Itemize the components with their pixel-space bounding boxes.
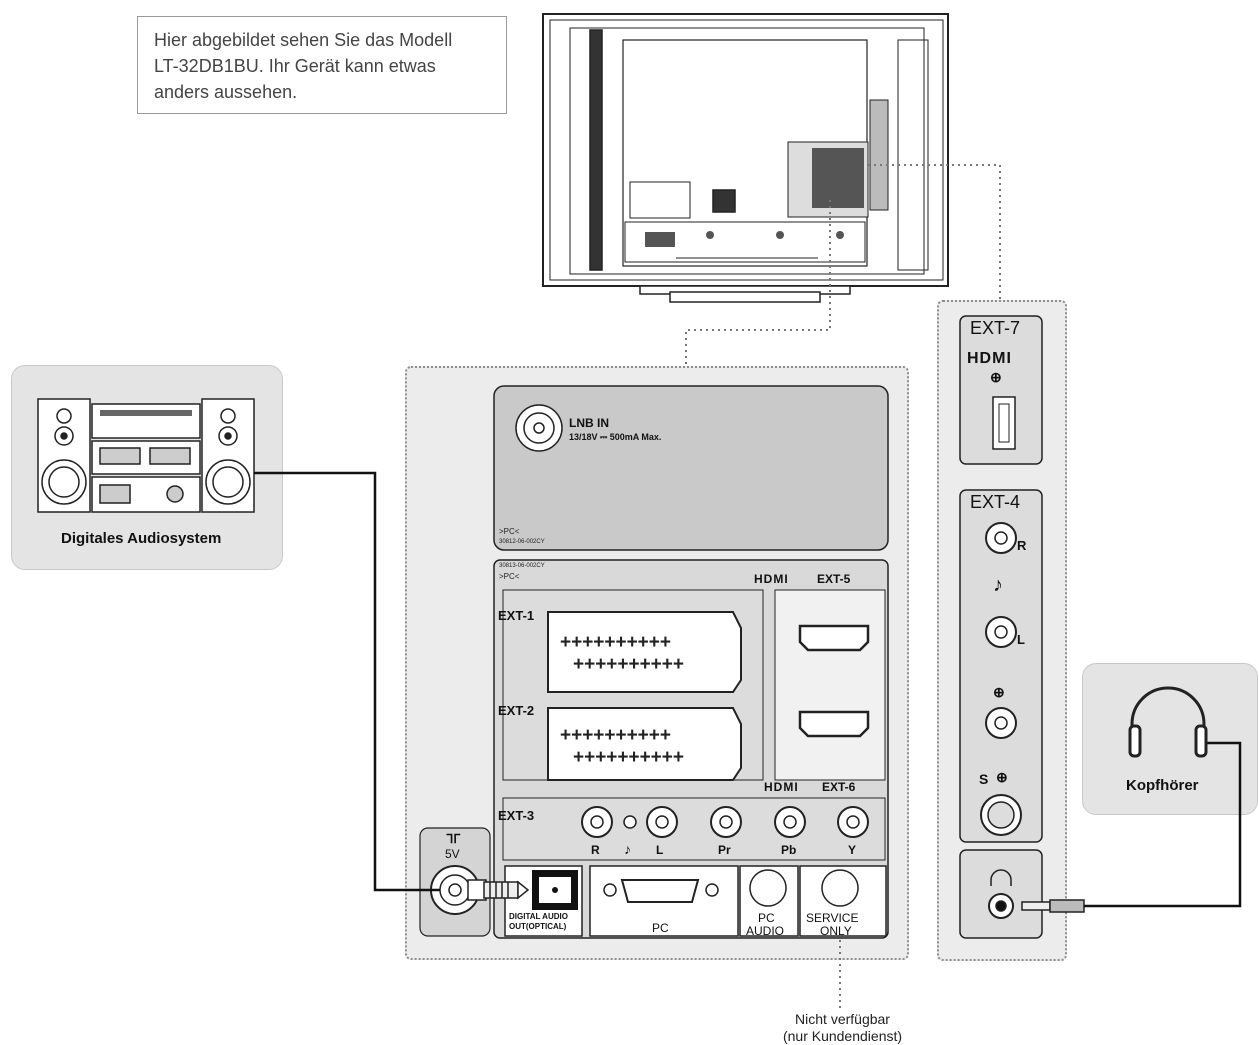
rca-pr-label: Pr bbox=[718, 843, 731, 857]
rca-y-label: Y bbox=[848, 843, 857, 857]
music-note-icon: ♪ bbox=[624, 841, 631, 857]
note-line-3: anders aussehen. bbox=[154, 82, 298, 102]
digital-audio-label-2: OUT(OPTICAL) bbox=[509, 922, 567, 931]
scart-pins: ++++++++++ ++++++++++ ++++++++++ +++++++… bbox=[560, 632, 684, 768]
antenna-icon: ᒣᒥ bbox=[446, 832, 461, 846]
lnb-in-label: LNB IN bbox=[569, 416, 609, 430]
caption-line-2: (nur Kundendienst) bbox=[782, 1028, 903, 1044]
svg-text:++++++++++: ++++++++++ bbox=[573, 747, 684, 768]
s-video-label: S bbox=[979, 771, 989, 787]
rca-pb-label: Pb bbox=[781, 843, 797, 857]
headphone-plug bbox=[1021, 899, 1085, 913]
audio-cable bbox=[254, 471, 440, 892]
music-note-icon-side: ♪ bbox=[993, 574, 1003, 596]
audio-system-label: Digitales Audiosystem bbox=[61, 530, 222, 547]
ext4-l-label: L bbox=[1017, 632, 1025, 647]
headphones-icon bbox=[1128, 686, 1208, 758]
ext4-r-label: R bbox=[1017, 538, 1027, 553]
code-label-2: 30813-06-002CY bbox=[499, 563, 545, 569]
hdmi-logo-ext6: HDMI bbox=[764, 780, 799, 794]
rca-l-label: L bbox=[656, 843, 664, 857]
service-caption: Nicht verfügbar (nur Kundendienst) bbox=[760, 1011, 925, 1045]
caption-line-1: Nicht verfügbar bbox=[795, 1011, 890, 1027]
pc-audio-label-1: PC bbox=[758, 911, 775, 925]
optical-plug bbox=[467, 879, 530, 901]
digital-audio-label-1: DIGITAL AUDIO bbox=[509, 912, 568, 921]
ext1-label: EXT-1 bbox=[498, 608, 535, 623]
lnb-spec-label: 13/18V ⎓ 500mA Max. bbox=[569, 432, 662, 442]
audio-system-icon bbox=[37, 398, 255, 513]
s-video-input-icon: ⊕ bbox=[996, 769, 1008, 785]
ext3-label: EXT-3 bbox=[498, 808, 535, 823]
note-line-1: Hier abgebildet sehen Sie das Modell bbox=[154, 30, 453, 50]
input-arrow-icon: ⊕ bbox=[990, 369, 1002, 385]
side-connector-panel bbox=[959, 315, 1043, 939]
rear-connector-panel bbox=[419, 385, 889, 939]
model-note: Hier abgebildet sehen Sie das Modell LT-… bbox=[137, 16, 507, 114]
hdmi-logo-ext7: HDMI bbox=[967, 350, 1012, 367]
svg-text:++++++++++: ++++++++++ bbox=[560, 725, 671, 746]
antenna-5v-label: 5V bbox=[445, 847, 460, 861]
headphones-label: Kopfhörer bbox=[1126, 777, 1199, 794]
pc-audio-label-2: AUDIO bbox=[746, 924, 785, 938]
video-input-icon: ⊕ bbox=[993, 684, 1005, 700]
ext2-label: EXT-2 bbox=[498, 703, 535, 718]
pc-label: PC bbox=[652, 921, 669, 935]
service-label-1: SERVICE bbox=[806, 911, 859, 925]
rca-r-label: R bbox=[591, 843, 600, 857]
note-line-2: LT-32DB1BU. Ihr Gerät kann etwas bbox=[154, 56, 436, 76]
pc-tag-2: >PC< bbox=[499, 572, 520, 581]
svg-text:++++++++++: ++++++++++ bbox=[573, 654, 684, 675]
svg-text:++++++++++: ++++++++++ bbox=[560, 632, 671, 653]
ext6-label: EXT-6 bbox=[822, 780, 856, 794]
ext4-label: EXT-4 bbox=[970, 492, 1021, 512]
ext5-label: EXT-5 bbox=[817, 572, 851, 586]
tv-rear-illustration bbox=[542, 13, 949, 303]
ext7-label: EXT-7 bbox=[970, 318, 1021, 338]
callout-lines bbox=[685, 164, 1001, 1010]
code-label-1: 30812-06-002CY bbox=[499, 539, 545, 545]
service-label-2: ONLY bbox=[820, 924, 852, 938]
headphone-cable bbox=[1084, 741, 1242, 908]
pc-tag-1: >PC< bbox=[499, 527, 520, 536]
hdmi-logo-ext5: HDMI bbox=[754, 572, 789, 586]
